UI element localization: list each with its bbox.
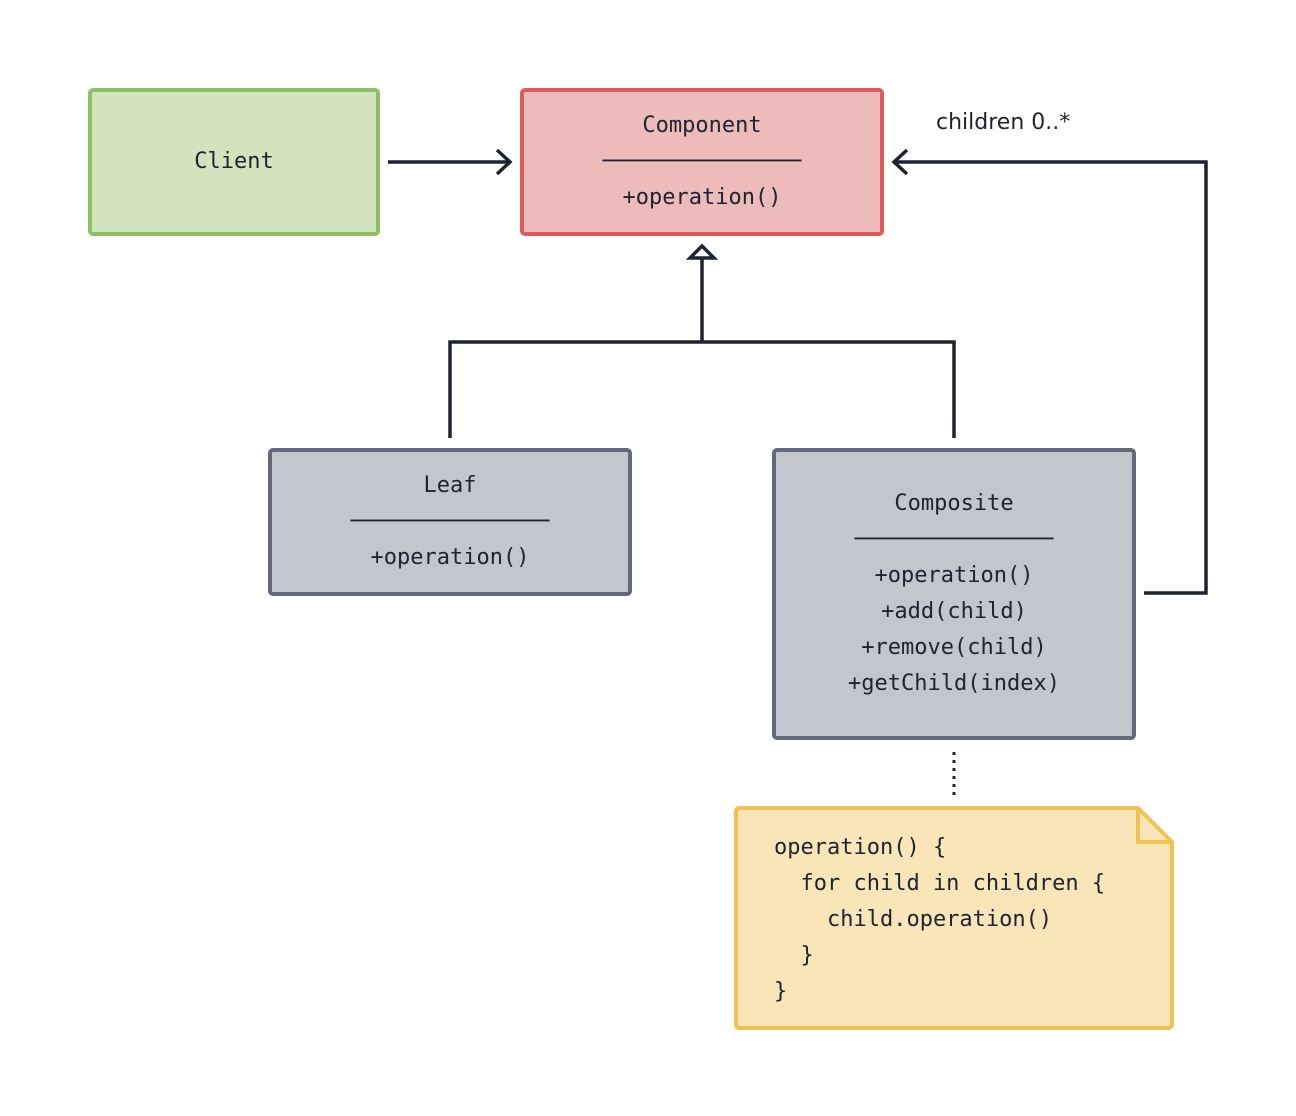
note-code-line: } (774, 979, 788, 1004)
inheritance-triangle-arrowhead (685, 243, 719, 260)
note-code-line: child.operation() (774, 907, 1053, 932)
children-multiplicity-label: children 0..* (936, 110, 1071, 135)
note-shape (734, 806, 1174, 1030)
children-association-arrow (891, 148, 1208, 595)
component-class-name: Component (642, 113, 762, 138)
code-note: operation() { for child in children { ch… (734, 806, 1174, 1030)
note-code-line: for child in children { (774, 871, 1106, 896)
leaf-class-box: Leaf ─────────────── +operation() (268, 448, 632, 596)
inheritance-connectors (448, 258, 956, 438)
client-class-box: Client (88, 88, 380, 236)
component-class-box: Component ─────────────── +operation() (520, 88, 884, 236)
composite-class-box: Composite ─────────────── +operation() +… (772, 448, 1136, 740)
leaf-separator: ─────────────── (350, 509, 550, 534)
component-method: +operation() (622, 185, 782, 210)
note-code-line: operation() { (774, 835, 947, 860)
note-code: operation() { for child in children { ch… (774, 830, 1105, 1010)
composite-method: +operation() (874, 563, 1034, 588)
composite-class-name: Composite (894, 491, 1014, 516)
composite-separator: ─────────────── (854, 527, 1054, 552)
leaf-method: +operation() (370, 545, 530, 570)
client-to-component-arrow (388, 148, 513, 176)
client-class-name: Client (194, 149, 274, 174)
composite-method: +getChild(index) (848, 671, 1060, 696)
composite-method: +add(child) (881, 599, 1027, 624)
composite-method: +remove(child) (861, 635, 1047, 660)
component-separator: ─────────────── (602, 149, 802, 174)
note-code-line: } (774, 943, 814, 968)
leaf-class-name: Leaf (423, 473, 477, 498)
